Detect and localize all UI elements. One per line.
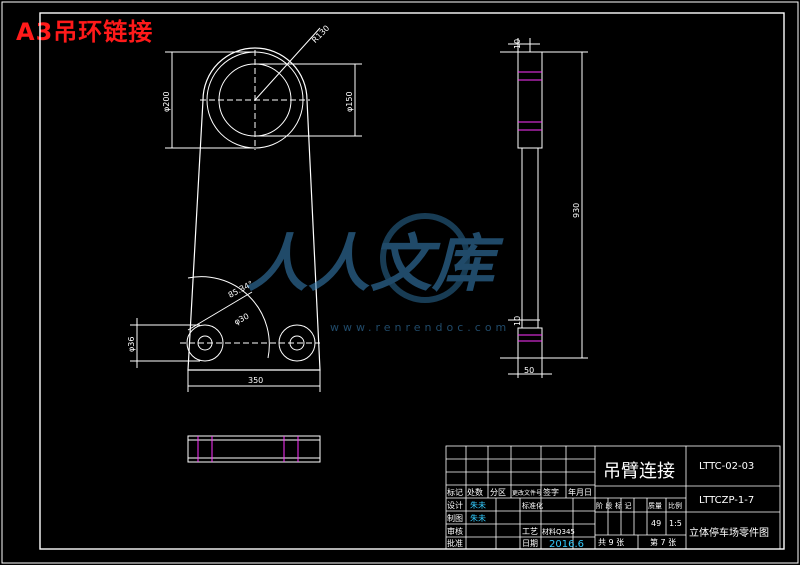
dim-bottom-hole: φ36 — [127, 337, 136, 352]
title-designer: 朱未 — [470, 500, 486, 510]
dim-thickness-bottom: 10 — [513, 316, 522, 326]
title-drawing-code: LTTC-02-03 — [699, 461, 754, 472]
angle-arc — [187, 276, 270, 359]
watermark: 人人文库 www.renrendoc.com — [246, 213, 510, 334]
title-assembly-code: LTTCZP-1-7 — [699, 495, 754, 506]
watermark-text: 人人文库 — [246, 227, 504, 300]
title-row-craft: 工艺 — [522, 527, 538, 536]
title-mass-label: 质量 — [648, 501, 662, 510]
front-view — [130, 27, 362, 392]
title-row-review: 审核 — [447, 526, 463, 536]
title-date: 2016.6 — [549, 539, 584, 550]
page-title: A3吊环链接 — [16, 18, 154, 46]
title-material: 材料Q345 — [542, 527, 575, 536]
dim-width-side: 50 — [524, 366, 534, 375]
title-mass: 49 — [651, 519, 661, 528]
title-sheets-total: 共 9 张 — [598, 538, 624, 547]
title-header-label-0: 标记 — [447, 487, 463, 497]
title-standardization: 标准化 — [522, 501, 543, 510]
watermark-url: www.renrendoc.com — [330, 321, 510, 334]
title-sheet-no: 第 7 张 — [650, 537, 676, 547]
dim-top-radius: R130 — [310, 24, 331, 45]
dim-base-width: 350 — [248, 376, 263, 385]
title-scale-label: 比例 — [668, 501, 682, 510]
top-view — [187, 435, 321, 463]
title-header-label-2: 分区 — [490, 488, 506, 497]
side-plate — [521, 147, 539, 329]
title-row-approve: 批准 — [447, 538, 463, 548]
title-header-label-4: 签字 — [543, 487, 559, 497]
title-date-label: 日期 — [522, 539, 538, 548]
side-top-block — [517, 51, 543, 149]
title-part-name: 吊臂连接 — [603, 461, 675, 482]
title-block — [445, 445, 781, 550]
title-project-name: 立体停车场零件图 — [689, 526, 769, 539]
bottom-left-hole-outer — [186, 324, 224, 362]
title-row-drafting: 制图 — [447, 513, 463, 523]
side-view — [500, 38, 588, 378]
title-header-label-3: 更改文件号 — [512, 489, 542, 497]
dim-inner-diameter: φ150 — [345, 91, 354, 112]
dim-thickness-top: 10 — [513, 39, 522, 49]
inner-frame — [39, 12, 785, 550]
title-stage-label: 阶段标记 — [596, 501, 634, 510]
lug-outline — [187, 47, 321, 371]
title-header-label-1: 处数 — [467, 487, 483, 497]
title-drafter: 朱未 — [470, 513, 486, 523]
title-header-label-5: 年月日 — [568, 487, 592, 497]
top-plate — [187, 435, 321, 463]
dim-small-radius: φ30 — [233, 312, 251, 327]
title-row-design: 设计 — [447, 500, 463, 510]
dim-height: 930 — [572, 203, 581, 218]
side-bottom-block — [517, 327, 543, 359]
dim-outer-diameter: φ200 — [162, 91, 171, 112]
title-scale: 1:5 — [669, 519, 682, 528]
